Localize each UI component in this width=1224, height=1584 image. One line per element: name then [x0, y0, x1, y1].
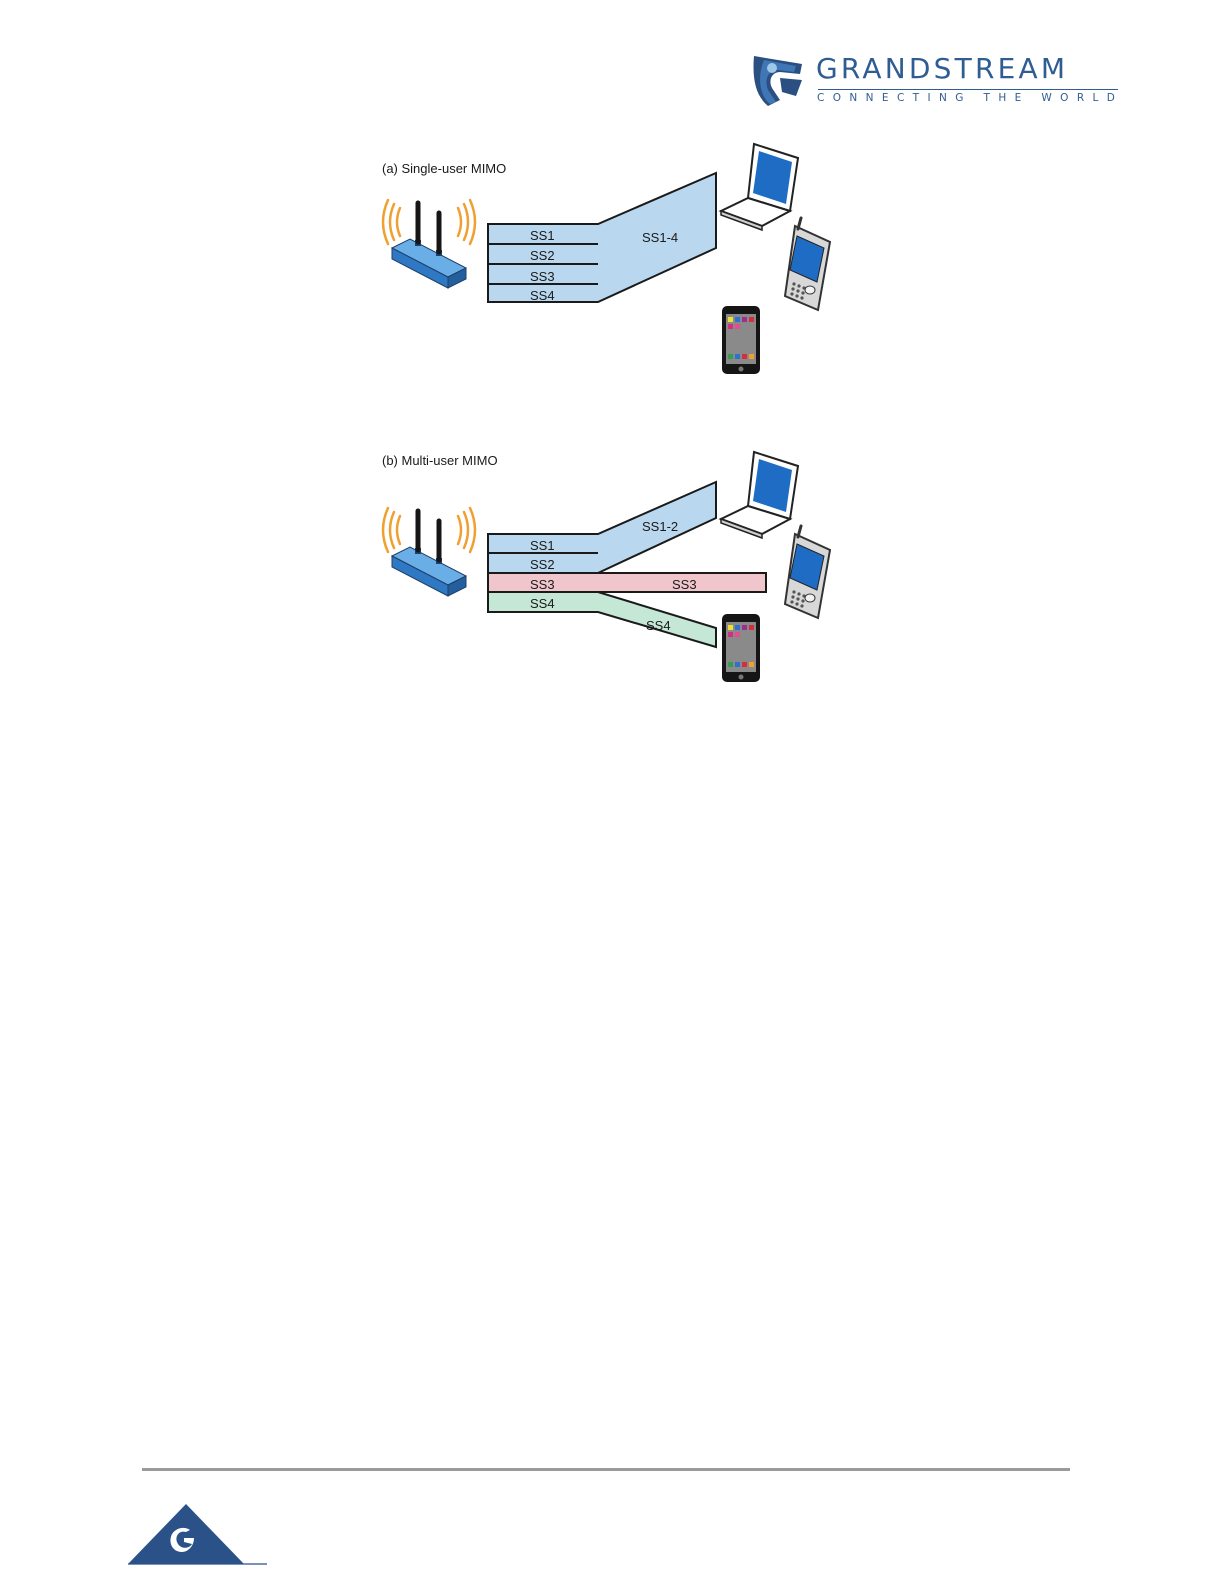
panel-b-stream-1: SS1	[530, 538, 555, 553]
router-icon	[383, 508, 475, 596]
panel-a-stream-4: SS4	[530, 288, 555, 303]
brand-rule	[818, 89, 1118, 90]
panel-b-stream-2: SS2	[530, 557, 555, 572]
router-icon	[383, 200, 475, 288]
panel-b-stream-3: SS3	[530, 577, 555, 592]
panel-a-stream-1: SS1	[530, 228, 555, 243]
panel-a-title: (a) Single-user MIMO	[382, 161, 506, 176]
panel-a-stream-3: SS3	[530, 269, 555, 284]
pda-icon	[785, 526, 830, 618]
smartphone-icon	[722, 306, 760, 374]
grandstream-triangle-icon	[124, 1504, 267, 1566]
panel-b-stream-4: SS4	[530, 596, 555, 611]
panel-b-pda-label: SS3	[672, 577, 697, 592]
brand-name: GRANDSTREAM	[816, 52, 1068, 85]
panel-a-stream-2: SS2	[530, 248, 555, 263]
footer-divider	[142, 1468, 1070, 1471]
pda-icon	[785, 218, 830, 310]
mimo-figure: (a) Single-user MIMO SS1 SS2 SS3 SS4 SS1…	[370, 138, 850, 698]
panel-b-laptop-label: SS1-2	[642, 519, 678, 534]
panel-b-title: (b) Multi-user MIMO	[382, 453, 498, 468]
grandstream-logo: GRANDSTREAM CONNECTING THE WORLD	[750, 50, 1130, 112]
brand-tagline: CONNECTING THE WORLD	[817, 92, 1123, 104]
smartphone-icon	[722, 614, 760, 682]
mimo-diagram: (a) Single-user MIMO SS1 SS2 SS3 SS4 SS1…	[370, 138, 850, 698]
panel-a-combined-label: SS1-4	[642, 230, 678, 245]
laptop-icon	[721, 144, 798, 235]
panel-a-streams	[488, 173, 716, 302]
laptop-icon	[721, 452, 798, 543]
grandstream-logo-icon	[750, 50, 810, 110]
panel-b-phone-label: SS4	[646, 618, 671, 633]
